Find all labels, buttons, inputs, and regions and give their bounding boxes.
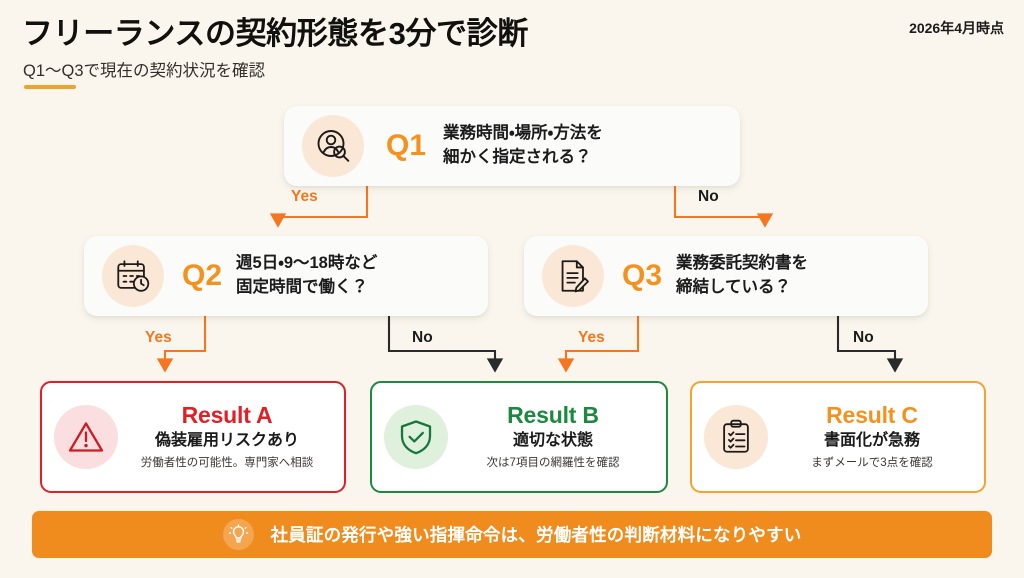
edge-label-q1-no: No: [698, 188, 719, 205]
result-b-text: Result B 適切な状態 次は7項目の網羅性を確認: [448, 403, 666, 470]
shield-check-icon: [384, 405, 448, 469]
edge-label-q3-yes: Yes: [578, 329, 605, 346]
result-b-title: Result B: [507, 402, 599, 429]
result-c-note: まずメールで3点を確認: [811, 456, 933, 469]
question-text-q2: 週5日・9〜18時など 固定時間で働く？: [236, 252, 377, 300]
result-b-note: 次は7項目の網羅性を確認: [486, 456, 620, 469]
document-pen-icon: [542, 245, 604, 307]
result-a-note: 労働者性の可能性。専門家へ相談: [140, 456, 314, 469]
result-c-title: Result C: [826, 402, 918, 429]
question-text-q3-line1: 業務委託契約書を: [676, 254, 809, 273]
question-card-q1[interactable]: Q1 業務時間・場所・方法を 細かく指定される？: [284, 106, 740, 186]
result-a-text: Result A 偽装雇用リスクあり 労働者性の可能性。専門家へ相談: [118, 403, 344, 470]
clipboard-checklist-icon: [704, 405, 768, 469]
question-text-q2-line2: 固定時間で働く？: [236, 278, 369, 296]
edge-label-q1-yes: Yes: [291, 188, 318, 205]
question-text-q2-line1: 週5日・9〜18時など: [236, 254, 378, 273]
result-card-c[interactable]: Result C 書面化が急務 まずメールで3点を確認: [690, 381, 986, 493]
result-c-headline: 書面化が急務: [823, 432, 920, 450]
question-text-q3: 業務委託契約書を 締結している？: [676, 252, 808, 300]
question-text-q1-line1: 業務時間・場所・方法を: [443, 124, 603, 143]
footer-tip-banner: 社員証の発行や強い指揮命令は、労働者性の判断材料になりやすい: [32, 511, 992, 558]
edge-label-q3-no: No: [853, 329, 874, 346]
lightbulb-icon: [222, 519, 254, 550]
edge-label-q2-yes: Yes: [145, 329, 172, 346]
question-text-q1: 業務時間・場所・方法を 細かく指定される？: [443, 122, 603, 170]
page-subtitle: Q1〜Q3で現在の契約状況を確認: [23, 62, 266, 80]
question-card-q2[interactable]: Q2 週5日・9〜18時など 固定時間で働く？: [84, 236, 488, 316]
result-card-a[interactable]: Result A 偽装雇用リスクあり 労働者性の可能性。専門家へ相談: [40, 381, 346, 493]
result-a-headline: 偽装雇用リスクあり: [154, 432, 299, 450]
date-stamp: 2026年4月時点: [909, 20, 1004, 36]
question-label-q1: Q1: [386, 129, 427, 162]
footer-tip-text: 社員証の発行や強い指揮命令は、労働者性の判断材料になりやすい: [270, 525, 802, 545]
warning-triangle-icon: [54, 405, 118, 469]
question-label-q3: Q3: [622, 259, 663, 292]
result-b-headline: 適切な状態: [512, 432, 593, 450]
edge-label-q2-no: No: [412, 329, 433, 346]
result-c-text: Result C 書面化が急務 まずメールで3点を確認: [768, 403, 984, 470]
page-title: フリーランスの契約形態を3分で診断: [22, 16, 528, 51]
person-search-icon: [302, 115, 364, 177]
result-a-title: Result A: [181, 402, 273, 429]
question-card-q3[interactable]: Q3 業務委託契約書を 締結している？: [524, 236, 928, 316]
calendar-clock-icon: [102, 245, 164, 307]
question-text-q3-line2: 締結している？: [676, 278, 792, 296]
result-card-b[interactable]: Result B 適切な状態 次は7項目の網羅性を確認: [370, 381, 668, 493]
question-label-q2: Q2: [182, 259, 223, 292]
question-text-q1-line2: 細かく指定される？: [443, 148, 592, 166]
subtitle-underline-accent: [24, 85, 76, 89]
